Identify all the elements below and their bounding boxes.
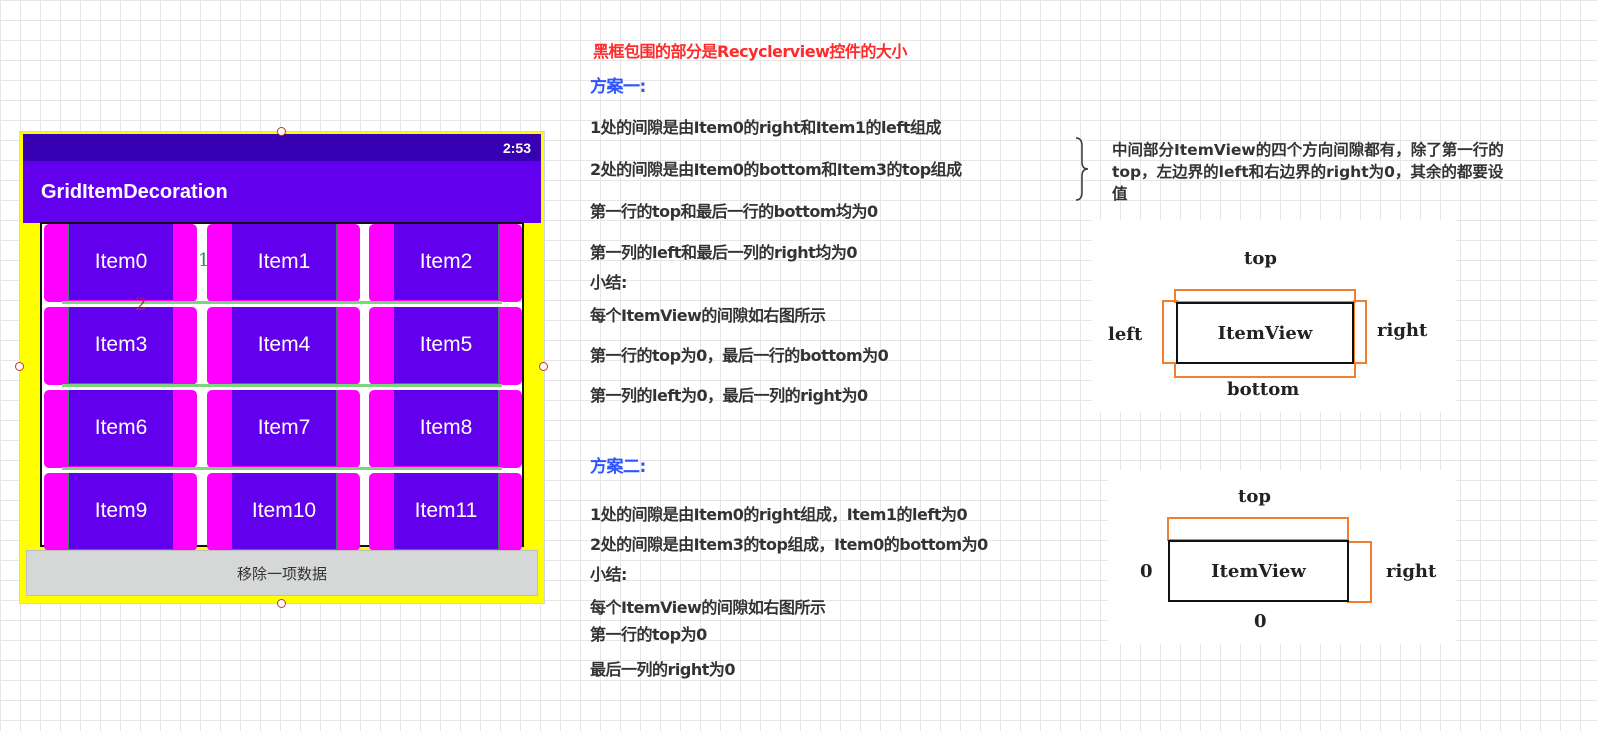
scheme1-note: 中间部分ItemView的四个方向间隙都有，除了第一行的top，左边界的left… bbox=[1112, 141, 1504, 203]
grid-item[interactable]: Item2 bbox=[369, 224, 522, 302]
label-top: top bbox=[1244, 248, 1277, 269]
label-bottom: bottom bbox=[1227, 379, 1300, 400]
item-label: Item1 bbox=[231, 224, 337, 300]
scheme1-line: 每个ItemView的间隙如右图所示 bbox=[590, 306, 826, 325]
offset-top bbox=[1167, 517, 1349, 541]
diagram-scheme2: top 0 right 0 ItemView bbox=[1108, 470, 1456, 644]
status-bar: 2:53 bbox=[23, 134, 541, 161]
label-left: 0 bbox=[1140, 561, 1153, 582]
resize-handle[interactable] bbox=[539, 362, 548, 371]
grid-item[interactable]: Item4 bbox=[207, 307, 360, 385]
grid-item[interactable]: Item3 bbox=[44, 307, 197, 385]
scheme2-line: 第一行的top为0 bbox=[590, 625, 707, 644]
item-label: Item3 bbox=[68, 307, 174, 383]
scheme1-line: 1处的间隙是由Item0的right和Item1的left组成 bbox=[590, 118, 941, 137]
grid-item[interactable]: Item10 bbox=[207, 473, 360, 551]
scheme1-line: 第一列的left和最后一列的right均为0 bbox=[590, 243, 857, 262]
recyclerview-grid[interactable]: Item0 Item1 Item2 Item3 Item4 Item5 Item… bbox=[40, 222, 524, 551]
offset-bottom bbox=[1174, 362, 1356, 378]
scheme1-summary: 小结: bbox=[590, 273, 627, 292]
scheme2-line: 每个ItemView的间隙如右图所示 bbox=[590, 598, 826, 617]
gap-marker-2: 2 bbox=[135, 294, 147, 315]
grid-item[interactable]: Item0 bbox=[44, 224, 197, 302]
scheme2-line: 1处的间隙是由Item0的right组成，Item1的left为0 bbox=[590, 505, 968, 524]
item-label: Item7 bbox=[231, 390, 337, 466]
gap-marker-1: 1 bbox=[198, 250, 210, 271]
itemview-box: ItemView bbox=[1176, 302, 1354, 364]
label-right: right bbox=[1386, 561, 1437, 582]
scheme1-line: 第一行的top为0，最后一行的bottom为0 bbox=[590, 346, 889, 365]
gap-divider bbox=[62, 384, 502, 387]
offset-right bbox=[1347, 541, 1372, 603]
status-time: 2:53 bbox=[502, 140, 531, 156]
scheme2-line: 2处的间隙是由Item3的top组成，Item0的bottom为0 bbox=[590, 535, 988, 554]
scheme1-title: 方案一: bbox=[590, 77, 646, 97]
scheme1-line: 第一行的top和最后一行的bottom均为0 bbox=[590, 202, 878, 221]
grid-item[interactable]: Item5 bbox=[369, 307, 522, 385]
resize-handle[interactable] bbox=[15, 362, 24, 371]
resize-handle[interactable] bbox=[277, 599, 286, 608]
itemview-box: ItemView bbox=[1168, 540, 1349, 602]
item-label: Item5 bbox=[393, 307, 499, 383]
app-title: GridItemDecoration bbox=[41, 181, 228, 203]
diagram-scheme1: top left right bottom ItemView bbox=[1092, 220, 1456, 412]
item-label: Item6 bbox=[68, 390, 174, 466]
label-left: left bbox=[1108, 324, 1143, 345]
grid-item[interactable]: Item11 bbox=[369, 473, 522, 551]
item-label: Item10 bbox=[231, 473, 337, 549]
grid-item[interactable]: Item9 bbox=[44, 473, 197, 551]
remove-item-button[interactable]: 移除一项数据 bbox=[26, 550, 538, 596]
item-label: Item8 bbox=[393, 390, 499, 466]
gap-divider bbox=[62, 467, 502, 470]
label-bottom: 0 bbox=[1254, 611, 1267, 632]
item-label: Item0 bbox=[68, 224, 174, 300]
app-bar: GridItemDecoration bbox=[23, 161, 541, 223]
grid-item[interactable]: Item7 bbox=[207, 390, 360, 468]
headline: 黑框包围的部分是Recyclerview控件的大小 bbox=[593, 42, 907, 61]
item-label: Item9 bbox=[68, 473, 174, 549]
scheme2-line: 最后一列的right为0 bbox=[590, 660, 736, 679]
label-right: right bbox=[1377, 320, 1428, 341]
scheme2-title: 方案二: bbox=[590, 457, 646, 477]
scheme1-line: 第一列的left为0，最后一列的right为0 bbox=[590, 386, 868, 405]
grid-item[interactable]: Item1 bbox=[207, 224, 360, 302]
grid-item[interactable]: Item6 bbox=[44, 390, 197, 468]
scheme2-summary: 小结: bbox=[590, 565, 627, 584]
offset-top bbox=[1174, 289, 1356, 303]
resize-handle[interactable] bbox=[277, 127, 286, 136]
item-label: Item2 bbox=[393, 224, 499, 300]
gap-divider bbox=[62, 301, 502, 304]
offset-right bbox=[1353, 300, 1367, 364]
phone-screenshot: 2:53 GridItemDecoration Item0 Item1 Item… bbox=[15, 127, 548, 608]
grid-item[interactable]: Item8 bbox=[369, 390, 522, 468]
scheme1-line: 2处的间隙是由Item0的bottom和Item3的top组成 bbox=[590, 160, 962, 179]
label-top: top bbox=[1238, 486, 1271, 507]
curly-brace-icon bbox=[1075, 137, 1089, 201]
item-label: Item11 bbox=[393, 473, 499, 549]
item-label: Item4 bbox=[231, 307, 337, 383]
